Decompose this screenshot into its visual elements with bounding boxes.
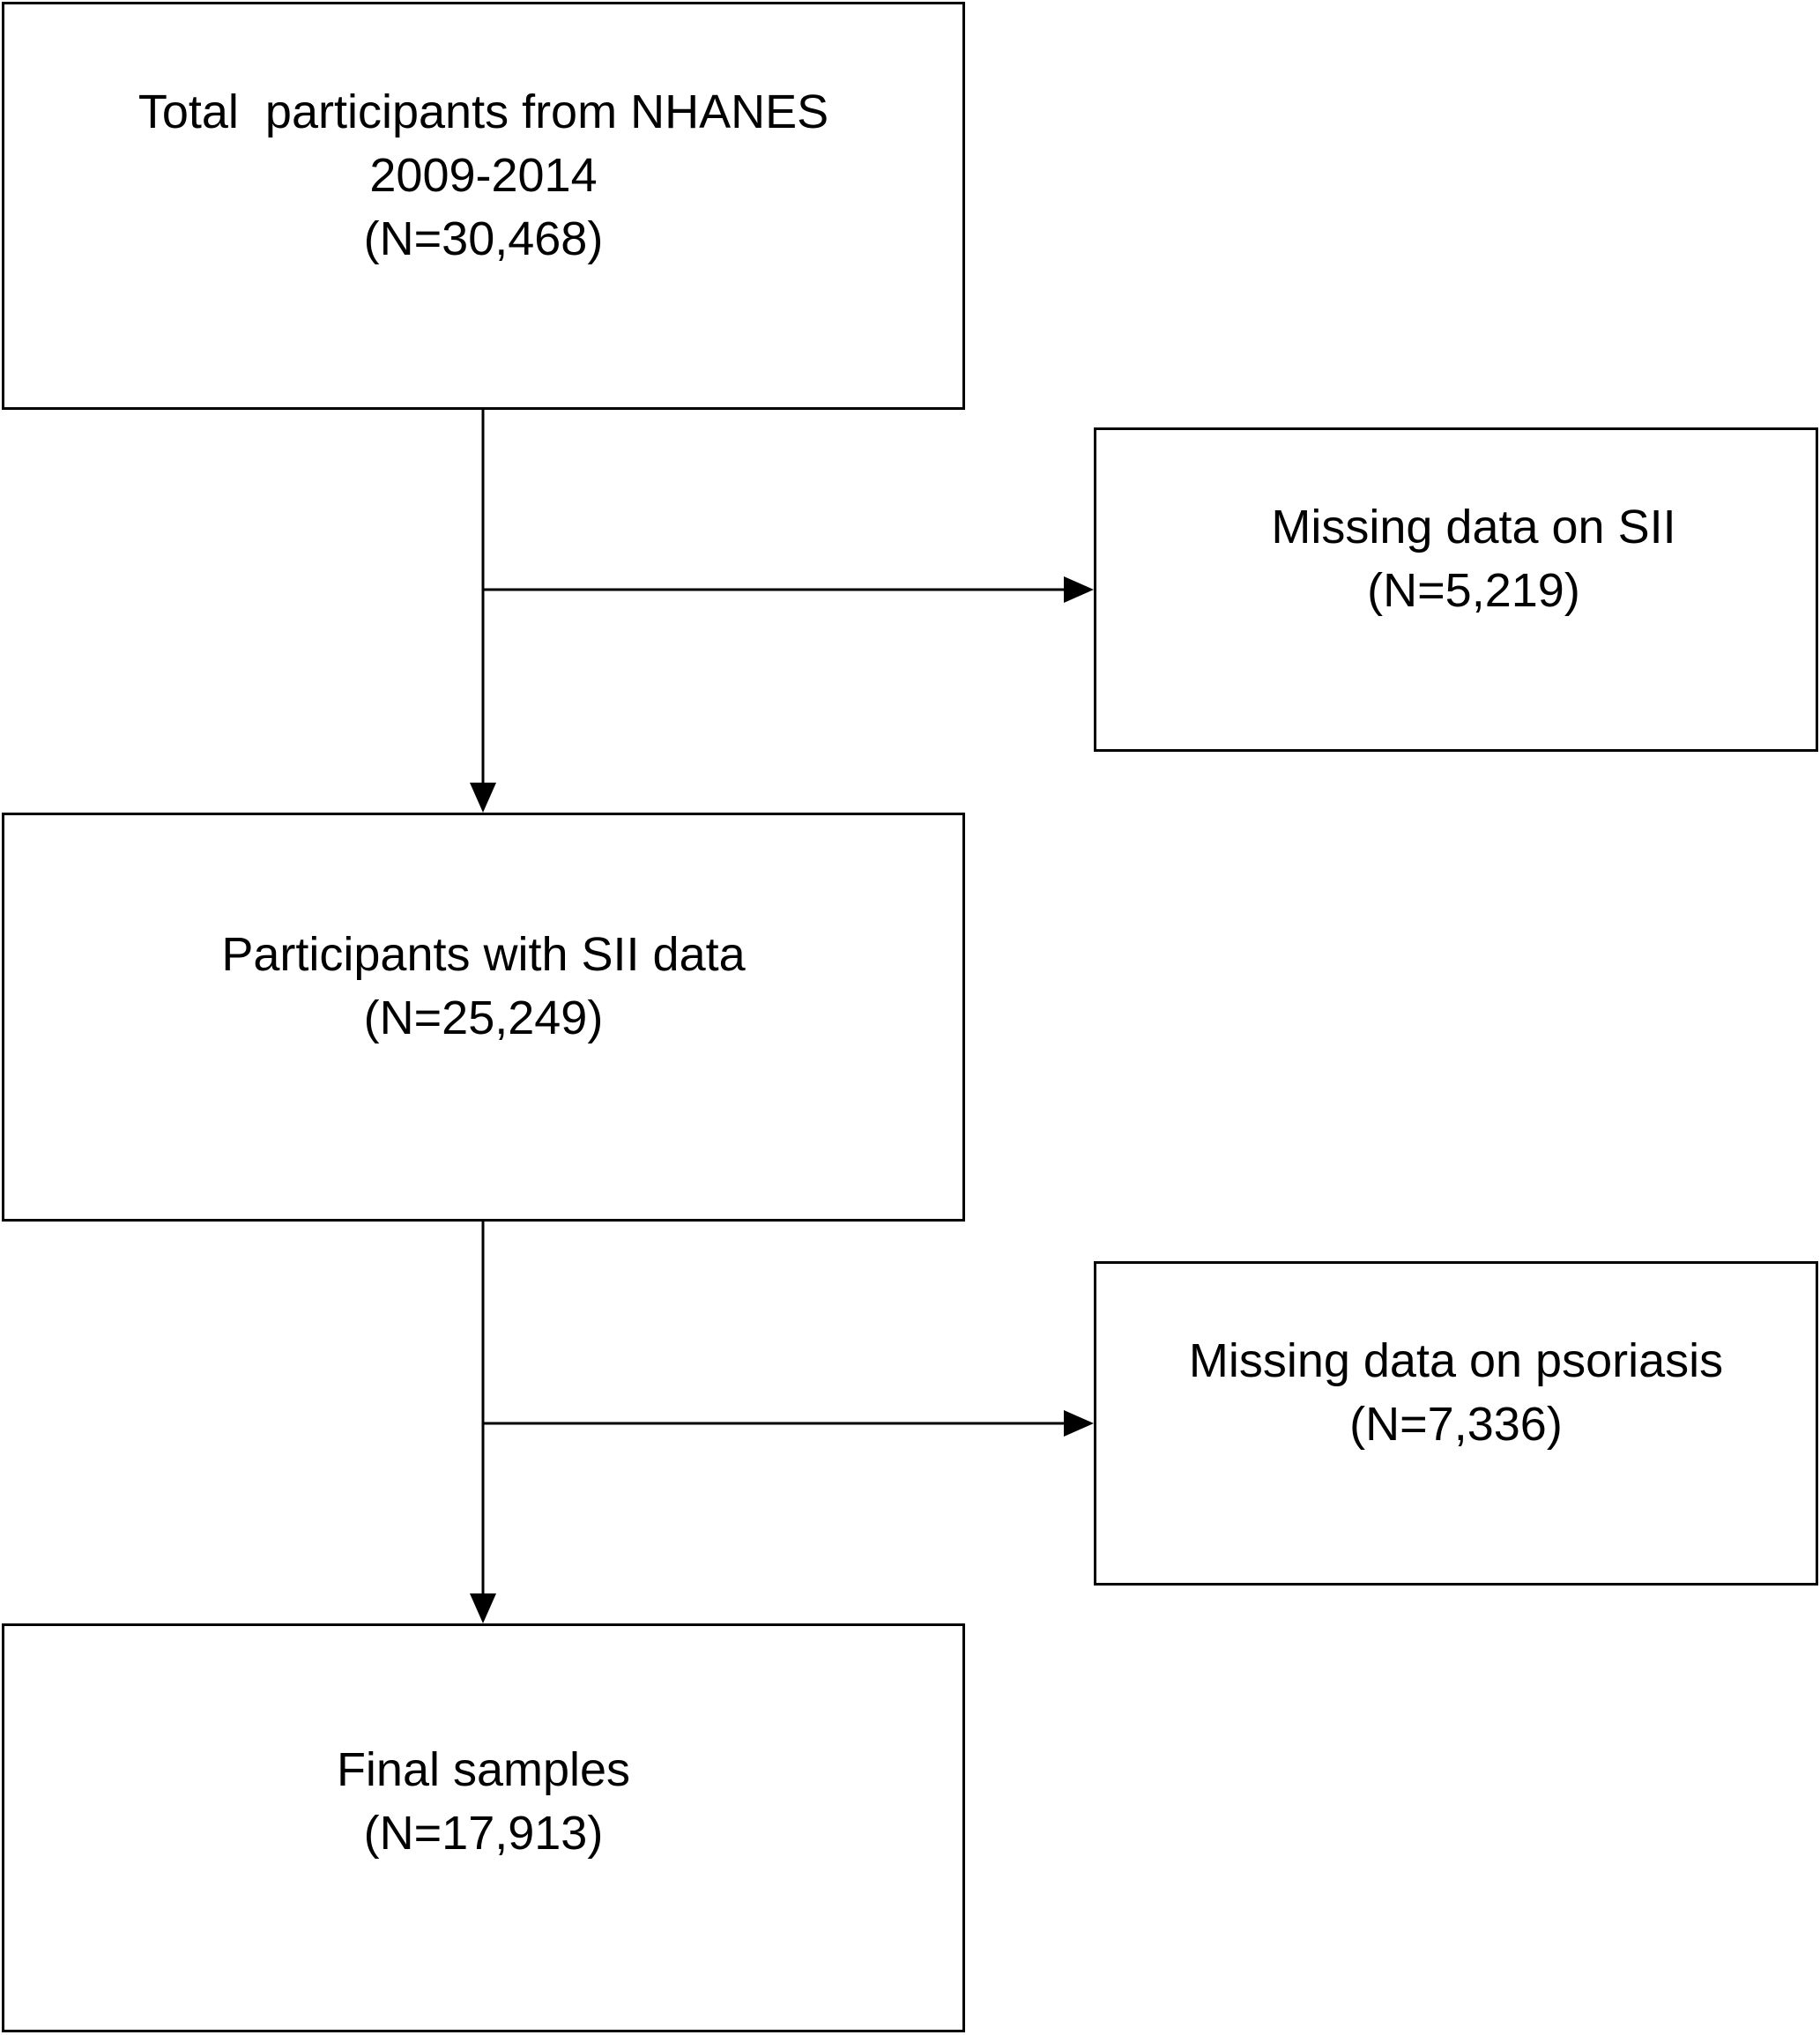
missing-psoriasis-count: (N=7,336)	[1349, 1398, 1563, 1451]
final-samples-count: (N=17,913)	[363, 1807, 604, 1860]
arrowhead-down-2	[470, 1593, 496, 1623]
total-participants-box: Total participants from NHANES 2009-2014…	[2, 2, 965, 410]
missing-psoriasis-box: Missing data on psoriasis (N=7,336)	[1094, 1261, 1818, 1586]
missing-sii-count: (N=5,219)	[1367, 564, 1580, 617]
total-participants-count: (N=30,468)	[363, 212, 604, 265]
missing-sii-box: Missing data on SII (N=5,219)	[1094, 427, 1818, 752]
arrowhead-down-1	[470, 783, 496, 813]
total-participants-line-1: Total participants from NHANES	[137, 85, 829, 138]
final-samples-box: Final samples (N=17,913)	[2, 1623, 965, 2032]
missing-sii-label: Missing data on SII	[1271, 501, 1676, 553]
participants-with-sii-count: (N=25,249)	[363, 992, 604, 1044]
participants-with-sii-box: Participants with SII data (N=25,249)	[2, 813, 965, 1222]
total-participants-line-2: 2009-2014	[369, 148, 598, 202]
participants-with-sii-label: Participants with SII data	[221, 928, 746, 981]
missing-psoriasis-label: Missing data on psoriasis	[1188, 1334, 1724, 1387]
final-samples-label: Final samples	[336, 1743, 631, 1796]
arrowhead-right-2	[1064, 1410, 1094, 1437]
arrowhead-right-1	[1064, 576, 1094, 603]
